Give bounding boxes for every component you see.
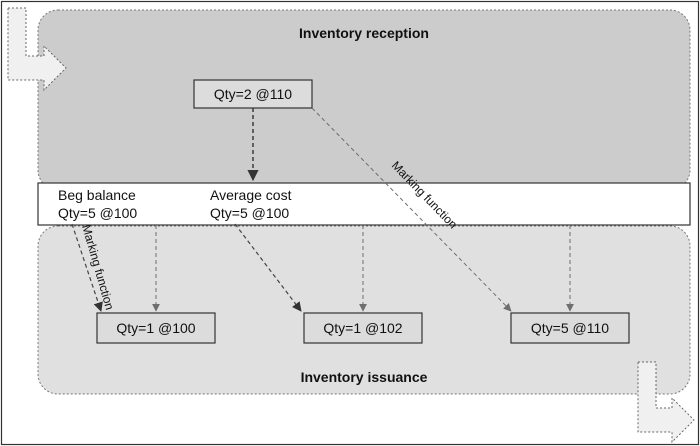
beg-balance-label: Beg balance	[58, 187, 136, 203]
beg-balance-value: Qty=5 @100	[58, 205, 137, 221]
issuance-box-3	[510, 312, 630, 344]
issuance-box-2-text: Qty=1 @102	[323, 320, 402, 336]
issuance-box-1-text: Qty=1 @100	[116, 320, 195, 336]
balance-band	[37, 182, 691, 226]
outflow-arrow-icon	[637, 361, 695, 444]
average-cost-label: Average cost	[210, 187, 292, 203]
average-cost-value: Qty=5 @100	[210, 205, 289, 221]
issuance-box-3-text: Qty=5 @110	[531, 320, 609, 336]
reception-qty-text: Qty=2 @110	[214, 86, 292, 102]
average-cost-arrow	[234, 223, 302, 312]
reception-title: Inventory reception	[299, 25, 429, 41]
marking-arrow-reception	[311, 107, 512, 312]
issuance-box-1	[96, 312, 216, 344]
issuance-title: Inventory issuance	[301, 369, 428, 385]
inflow-arrow-icon	[7, 7, 67, 92]
issuance-box-2	[303, 312, 423, 344]
marking-arrow-beg	[71, 223, 103, 312]
